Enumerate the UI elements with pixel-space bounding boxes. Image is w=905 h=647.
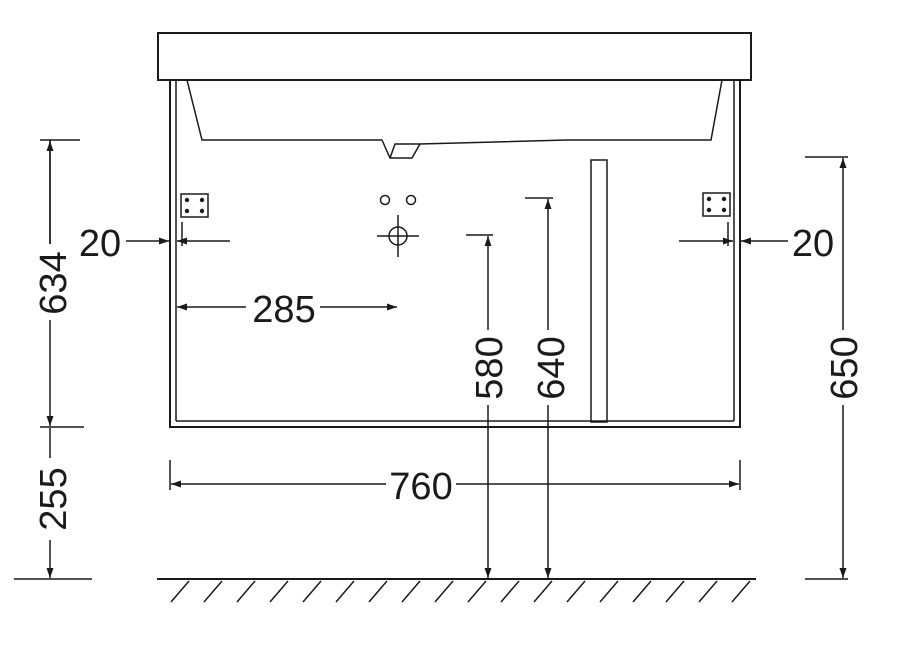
basin-bowl — [186, 79, 723, 141]
floor-line — [157, 578, 756, 603]
dimension-760 — [169, 460, 741, 490]
dimension-20-left-label: 20 — [79, 223, 121, 265]
countertop — [157, 32, 752, 81]
dimension-640-label: 640 — [531, 336, 573, 399]
dimension-20-right — [679, 222, 788, 246]
dimension-650 — [805, 156, 848, 580]
drain-crosshair — [377, 215, 419, 257]
dimension-580 — [466, 234, 493, 578]
dimension-255-label: 255 — [33, 467, 75, 530]
water-supply-inlets — [379, 194, 417, 206]
dimension-20-right-label: 20 — [792, 223, 834, 265]
cabinet-body — [169, 79, 741, 428]
divider-panel — [590, 159, 608, 423]
right-wall-bracket — [702, 192, 731, 217]
dimension-650-label: 650 — [824, 336, 866, 399]
drain-outlet — [381, 139, 568, 159]
dimension-20-left — [126, 222, 230, 246]
dimension-760-label: 760 — [389, 466, 452, 508]
dimension-285-label: 285 — [252, 289, 315, 331]
dimension-634-label: 634 — [33, 251, 75, 314]
dimension-left-chain — [14, 139, 92, 580]
dimension-640 — [525, 197, 553, 578]
dimension-580-label: 580 — [469, 336, 511, 399]
left-wall-bracket — [180, 193, 209, 218]
